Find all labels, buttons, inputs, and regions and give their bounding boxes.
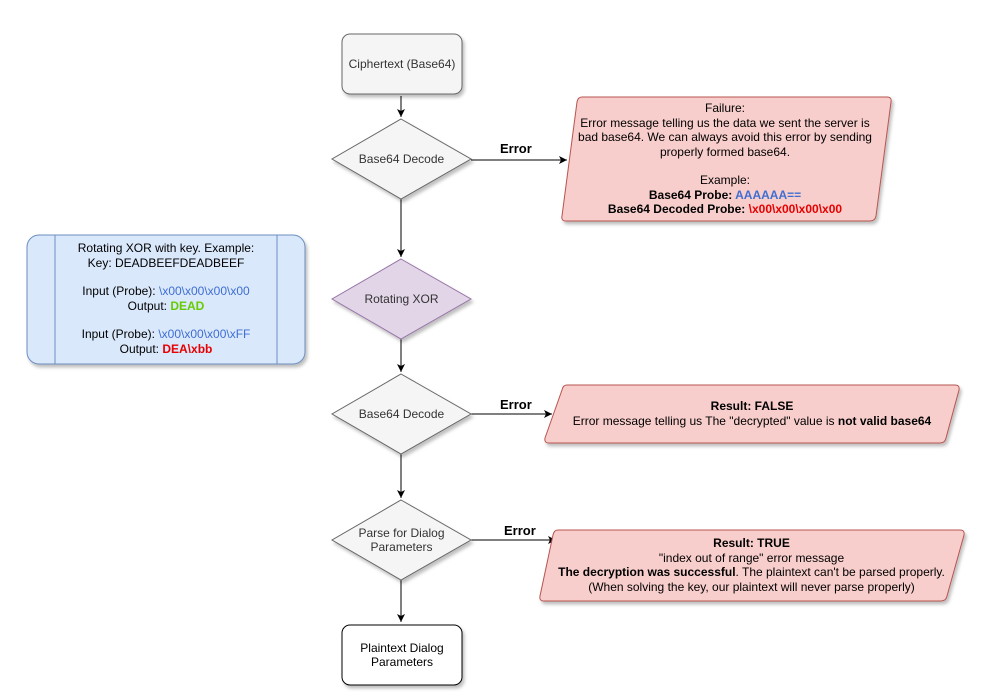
xor-output1-label: Output:: [127, 298, 171, 313]
xor-output2-value: DEA\xbb: [162, 341, 213, 356]
parse-label: Parse for Dialog Parameters: [332, 500, 471, 580]
result-false-text: Result: FALSE Error message telling us T…: [550, 399, 954, 428]
decode2-diamond: [331, 373, 473, 455]
xor-note-text: Rotating XOR with key. Example: Key: DEA…: [55, 241, 277, 356]
plaintext-text-line2: Parameters: [370, 655, 434, 669]
xor-input2-line: Input (Probe): \x00\x00\x00\xFF: [55, 327, 277, 342]
xor-output1-line: Output: DEAD: [55, 299, 277, 314]
result-true-parallelogram: [539, 529, 965, 602]
failure-example-label: Example:: [699, 173, 751, 187]
decode1-diamond: [331, 118, 473, 200]
failure-text: Failure: Error message telling us the da…: [566, 101, 884, 217]
result-true-line2: The decryption was successful. The plain…: [544, 565, 959, 580]
xor-note-spacer1: [55, 270, 277, 284]
failure-line1: Error message telling us the data we sen…: [580, 115, 870, 130]
probe-label: Base64 Probe:: [648, 187, 736, 202]
xor-note-box: [26, 234, 306, 365]
xor-input2-value: \x00\x00\x00\xFF: [158, 327, 251, 341]
result-false-title: Result: FALSE: [710, 399, 794, 413]
decoded-label: Base64 Decoded Probe:: [607, 202, 749, 216]
failure-line3: properly formed base64.: [659, 144, 791, 159]
result-false-line: Error message telling us The "decrypted"…: [550, 414, 954, 429]
result-true-text: Result: TRUE "index out of range" error …: [544, 536, 959, 594]
failure-spacer: [566, 159, 884, 173]
failure-decoded-line: Base64 Decoded Probe: \x00\x00\x00\x00: [566, 202, 884, 217]
failure-probe-line: Base64 Probe: AAAAAA==: [566, 188, 884, 203]
ciphertext-node: [341, 33, 463, 95]
error-label-3: Error: [504, 523, 536, 538]
rotating-xor-label: Rotating XOR: [332, 259, 471, 339]
error-label-1: Error: [500, 141, 532, 156]
decode2-text: Base64 Decode: [358, 407, 445, 421]
decode1-label: Base64 Decode: [332, 119, 471, 199]
result-true-line3: (When solving the key, our plaintext wil…: [588, 579, 915, 594]
result-true-line1: "index out of range" error message: [658, 550, 845, 565]
failure-line2: bad base64. We can always avoid this err…: [578, 130, 872, 144]
xor-output1-value: DEAD: [170, 298, 205, 313]
rotating-xor-diamond: [331, 258, 473, 340]
xor-input2-label: Input (Probe):: [81, 327, 159, 341]
ciphertext-label: Ciphertext (Base64): [342, 34, 462, 94]
plaintext-label: Plaintext Dialog Parameters: [342, 625, 462, 685]
result-true-line2-rest: . The plaintext can't be parsed properly…: [735, 565, 945, 579]
result-false-prefix: Error message telling us The "decrypted"…: [572, 413, 838, 428]
parse-text-line1: Parse for Dialog: [358, 526, 445, 540]
xor-note-spacer2: [55, 313, 277, 327]
decoded-value: \x00\x00\x00\x00: [748, 202, 843, 216]
xor-input1-label: Input (Probe):: [82, 284, 159, 298]
result-false-bold: not valid base64: [837, 413, 932, 428]
decode2-label: Base64 Decode: [332, 374, 471, 454]
xor-input1-value: \x00\x00\x00\x00: [158, 284, 250, 298]
result-false-parallelogram: [544, 384, 960, 444]
plaintext-text-line1: Plaintext Dialog: [360, 641, 444, 655]
ciphertext-text: Ciphertext (Base64): [348, 57, 456, 71]
xor-input1-line: Input (Probe): \x00\x00\x00\x00: [55, 284, 277, 299]
error-label-2: Error: [500, 397, 532, 412]
rotating-xor-text: Rotating XOR: [364, 292, 439, 306]
result-true-title: Result: TRUE: [713, 536, 790, 550]
xor-output2-line: Output: DEA\xbb: [55, 342, 277, 357]
parse-text-line2: Parameters: [370, 540, 433, 554]
plaintext-node: [341, 624, 463, 686]
failure-parallelogram: [561, 96, 892, 222]
parse-diamond: [331, 499, 473, 581]
probe-value: AAAAAA==: [735, 187, 802, 202]
result-true-line2-bold: The decryption was successful: [558, 565, 736, 579]
xor-note-line2: Key: DEADBEEFDEADBEEF: [87, 255, 245, 270]
xor-note-line1: Rotating XOR with key. Example:: [77, 241, 255, 255]
decode1-text: Base64 Decode: [358, 152, 445, 166]
failure-title: Failure:: [704, 101, 745, 115]
xor-output2-label: Output:: [119, 341, 163, 356]
